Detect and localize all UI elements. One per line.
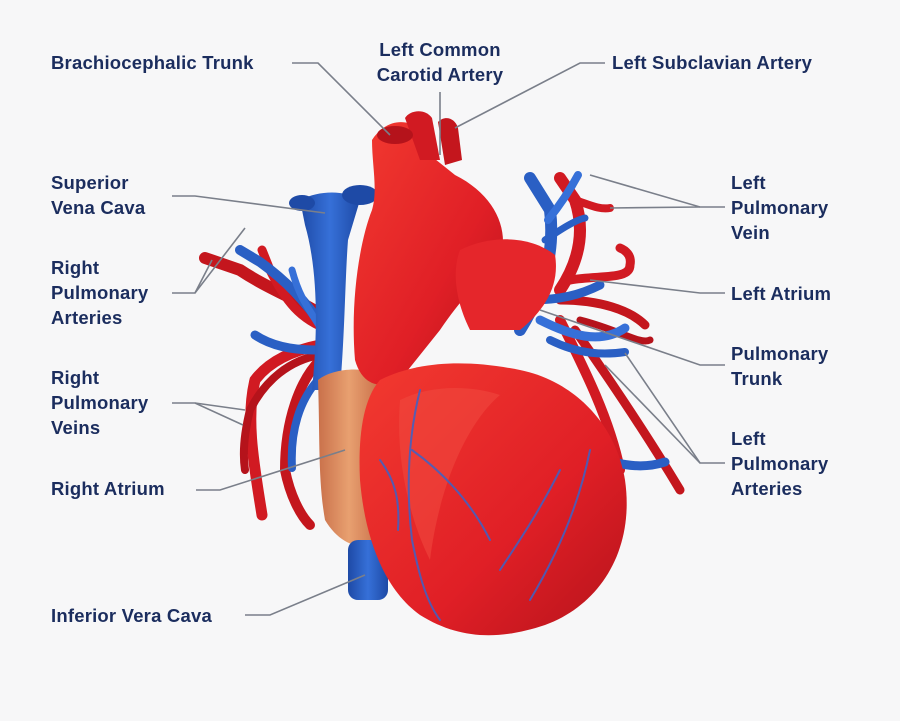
superior-vena-cava-shape xyxy=(300,192,360,390)
label-inferior-vera-cava: Inferior Vera Cava xyxy=(51,605,212,626)
label-right-pulmonary-veins: Right Pulmonary Veins xyxy=(51,367,149,438)
label-pulmonary-trunk: Pulmonary Trunk xyxy=(731,343,829,389)
pulmonary-trunk-shape xyxy=(455,239,556,330)
label-superior-vena-cava: Superior Vena Cava xyxy=(51,172,146,218)
coronary-vessels xyxy=(379,389,591,621)
label-right-pulmonary-arteries: Right Pulmonary Arteries xyxy=(51,257,149,328)
label-left-pulmonary-vein: Left Pulmonary Vein xyxy=(731,172,829,243)
label-left-pulmonary-arteries: Left Pulmonary Arteries xyxy=(731,428,829,499)
aorta-shape xyxy=(353,122,503,385)
label-left-subclavian-artery: Left Subclavian Artery xyxy=(612,52,813,73)
label-right-atrium: Right Atrium xyxy=(51,478,165,499)
ventricles-shape xyxy=(359,363,627,636)
label-left-common-carotid-artery: Left Common Carotid Artery xyxy=(376,39,504,85)
label-left-atrium: Left Atrium xyxy=(731,283,832,304)
label-brachiocephalic-trunk: Brachiocephalic Trunk xyxy=(51,52,254,73)
leader-lines xyxy=(172,62,725,616)
